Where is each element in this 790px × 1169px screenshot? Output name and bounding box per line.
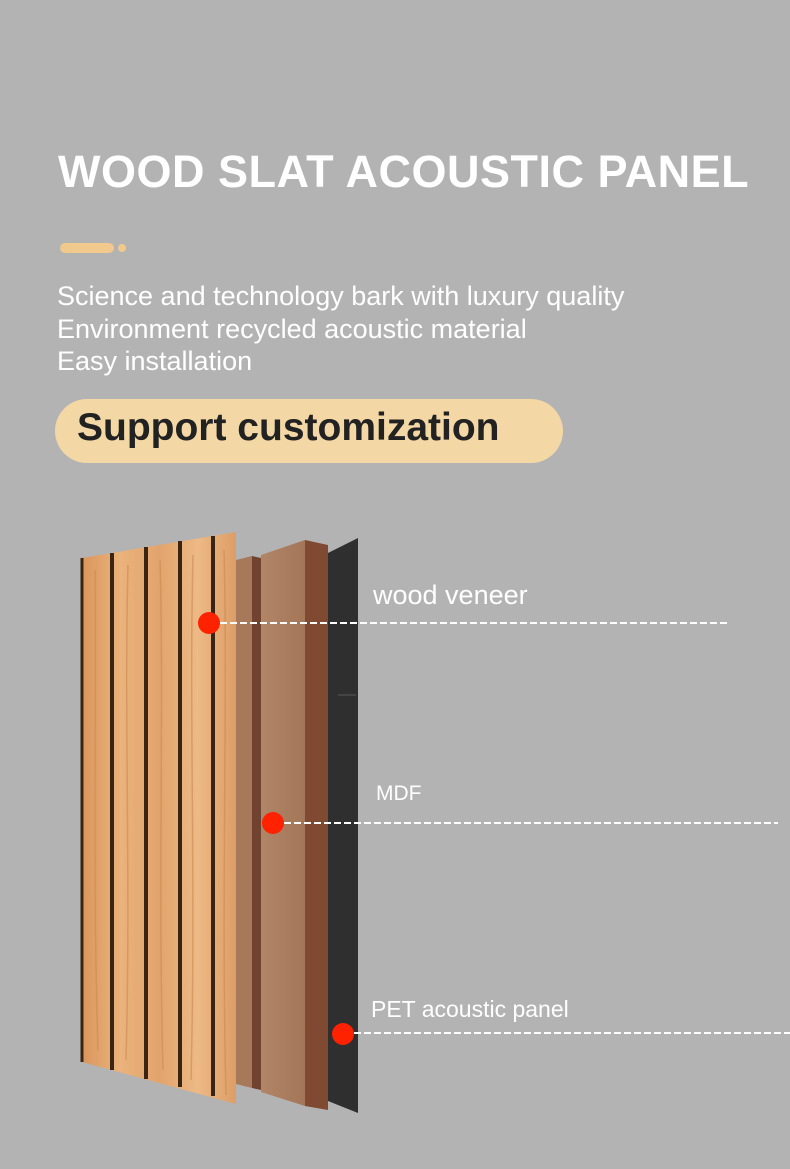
feature-item: Easy installation	[57, 346, 253, 376]
feature-item: Environment recycled acoustic material	[57, 313, 527, 344]
layer-label-mdf: MDF	[376, 782, 422, 805]
page-title: WOOD SLAT ACOUSTIC PANEL	[58, 146, 750, 197]
accent-dot	[118, 244, 126, 252]
customization-badge: Support customization	[55, 399, 563, 463]
wood-veneer-layer	[80, 532, 236, 1104]
callout-wood-veneer	[198, 612, 728, 634]
feature-list: Science and technology bark with luxury …	[57, 280, 624, 378]
marker-dot	[198, 612, 220, 634]
feature-item: Science and technology bark with luxury …	[57, 281, 625, 311]
marker-dot	[262, 812, 284, 834]
accent-bar	[60, 243, 114, 253]
customization-badge-label: Support customization	[77, 406, 500, 449]
panel-layers-illustration	[80, 532, 790, 1113]
veneer-edge	[236, 556, 261, 1090]
marker-dot	[332, 1023, 354, 1045]
layer-label-pet: PET acoustic panel	[371, 996, 569, 1022]
callout-mdf	[262, 812, 778, 834]
callout-pet	[332, 1023, 790, 1045]
layer-label-wood-veneer: wood veneer	[373, 580, 528, 610]
pet-layer	[328, 538, 358, 1113]
